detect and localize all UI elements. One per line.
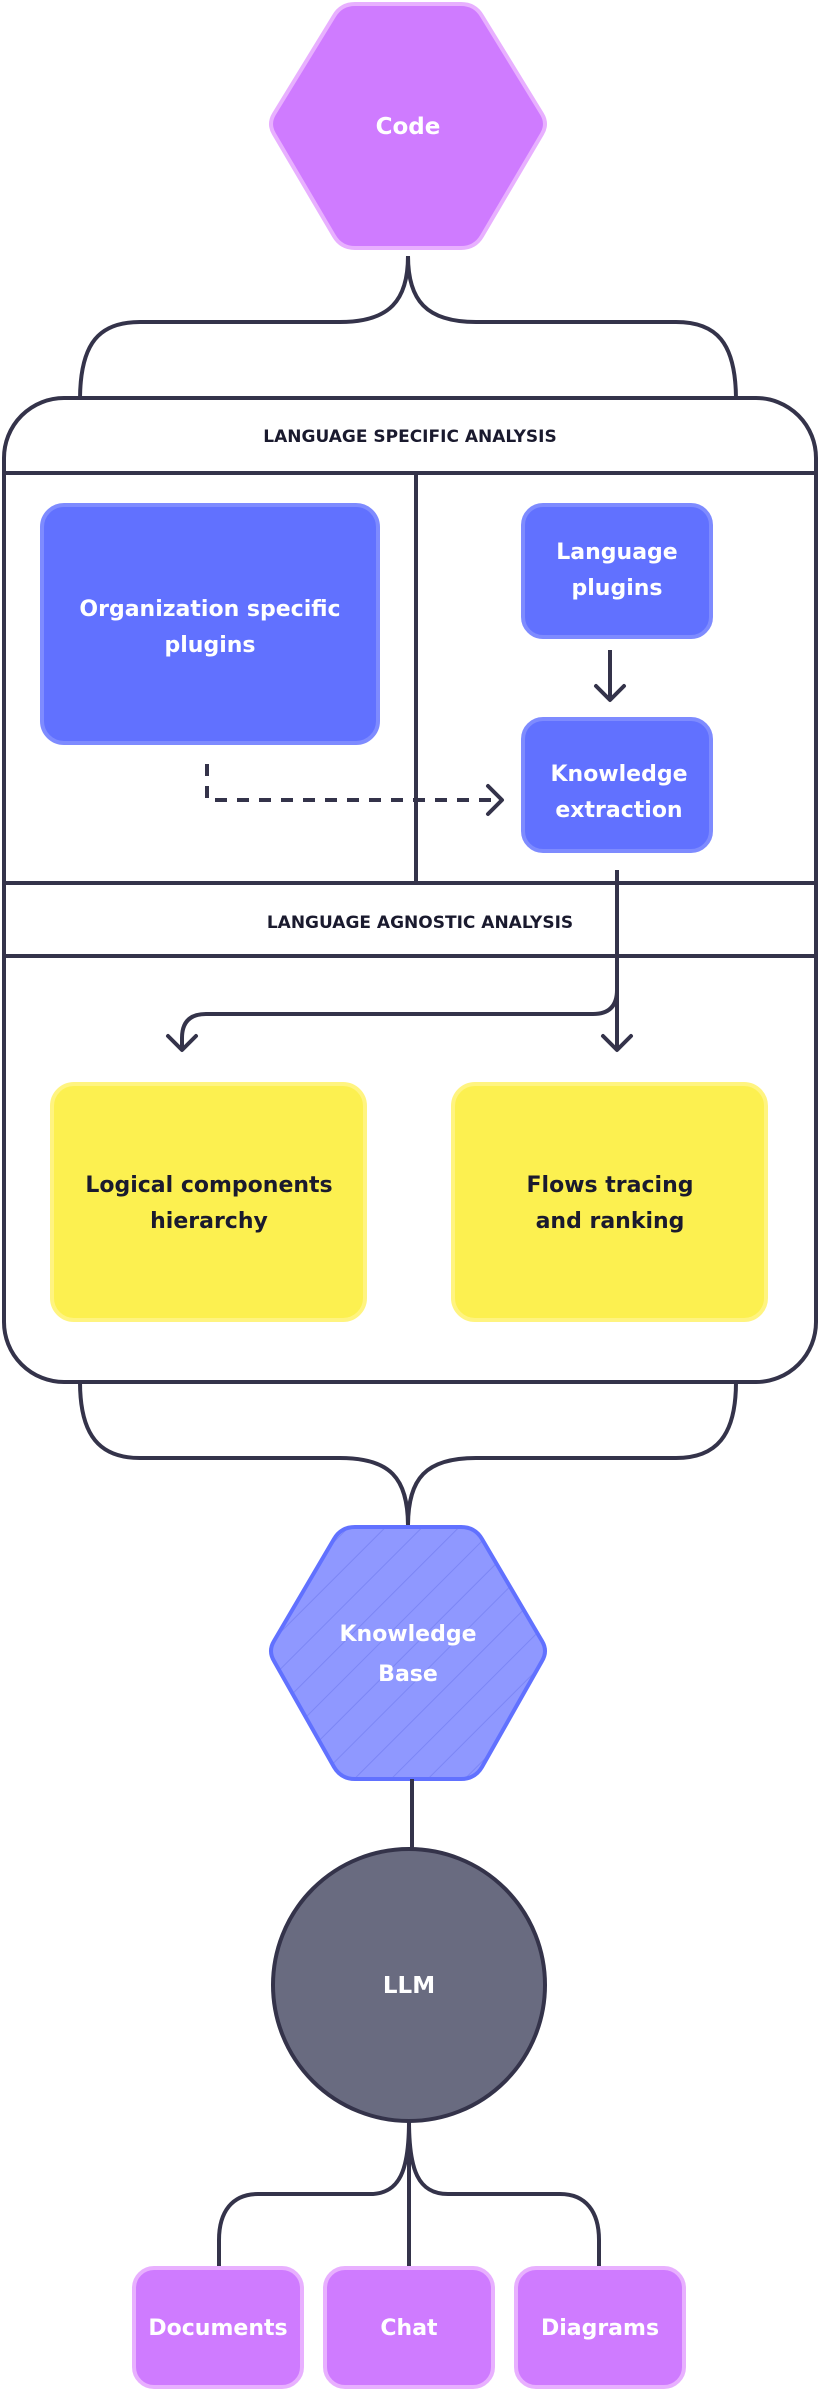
llm-to-outputs-connectors: [217, 2120, 601, 2268]
logical-components-box: [50, 1082, 367, 1322]
logical-components-node: Logical components hierarchy: [50, 1082, 367, 1322]
org-plugins-label-line1: Organization specific: [79, 597, 340, 622]
diagrams-node: Diagrams: [514, 2266, 686, 2389]
knowledge-base-hexagon: [269, 1525, 547, 1781]
code-label: Code: [376, 114, 441, 140]
diagrams-box: [514, 2266, 686, 2389]
lang-plugins-label-line1: Language: [556, 540, 677, 565]
chat-box: [323, 2266, 495, 2389]
code-hexagon: [269, 2, 547, 250]
diagrams-label: Diagrams: [541, 2316, 659, 2341]
documents-box: [132, 2266, 304, 2389]
knowledge-base-label-line2: Base: [378, 1662, 438, 1687]
llm-label: LLM: [383, 1973, 435, 1999]
knowledge-base-node: Knowledge Base: [269, 1525, 547, 1781]
knowledge-extraction-label-line2: extraction: [555, 798, 682, 823]
logical-components-label-line1: Logical components: [85, 1173, 332, 1198]
flows-tracing-box: [451, 1082, 768, 1322]
chat-node: Chat: [323, 2266, 495, 2389]
lang-to-extraction-arrow: [594, 650, 626, 702]
flows-tracing-node: Flows tracing and ranking: [451, 1082, 768, 1322]
analysis-to-kb-connector-left: [78, 1381, 410, 1527]
org-plugins-label-line2: plugins: [165, 633, 256, 658]
chat-label: Chat: [380, 2316, 438, 2341]
code-node: Code: [269, 2, 547, 250]
knowledge-extraction-box: [521, 717, 713, 853]
extraction-to-agnostic-arrows: [166, 870, 633, 1052]
knowledge-base-label-line1: Knowledge: [339, 1622, 476, 1647]
org-plugins-box: [40, 503, 380, 745]
analysis-to-kb-connector-right: [406, 1381, 738, 1527]
logical-components-label-line2: hierarchy: [150, 1209, 268, 1234]
lang-plugins-label-line2: plugins: [572, 576, 663, 601]
flows-tracing-label-line2: and ranking: [536, 1209, 685, 1234]
lang-plugins-box: [521, 503, 713, 639]
documents-node: Documents: [132, 2266, 304, 2389]
code-to-analysis-connector-right: [406, 255, 738, 401]
code-to-analysis-connector: [78, 255, 410, 401]
lang-plugins-node: Language plugins: [521, 503, 713, 639]
org-to-extraction-dashed-arrow: [205, 764, 504, 816]
documents-label: Documents: [148, 2316, 287, 2341]
knowledge-extraction-label-line1: Knowledge: [550, 762, 687, 787]
flows-tracing-label-line1: Flows tracing: [527, 1173, 694, 1198]
knowledge-extraction-node: Knowledge extraction: [521, 717, 713, 853]
org-plugins-node: Organization specific plugins: [40, 503, 380, 745]
lang-specific-header: LANGUAGE SPECIFIC ANALYSIS: [263, 427, 556, 447]
llm-node: LLM: [271, 1847, 547, 2123]
lang-agnostic-header: LANGUAGE AGNOSTIC ANALYSIS: [267, 913, 573, 933]
